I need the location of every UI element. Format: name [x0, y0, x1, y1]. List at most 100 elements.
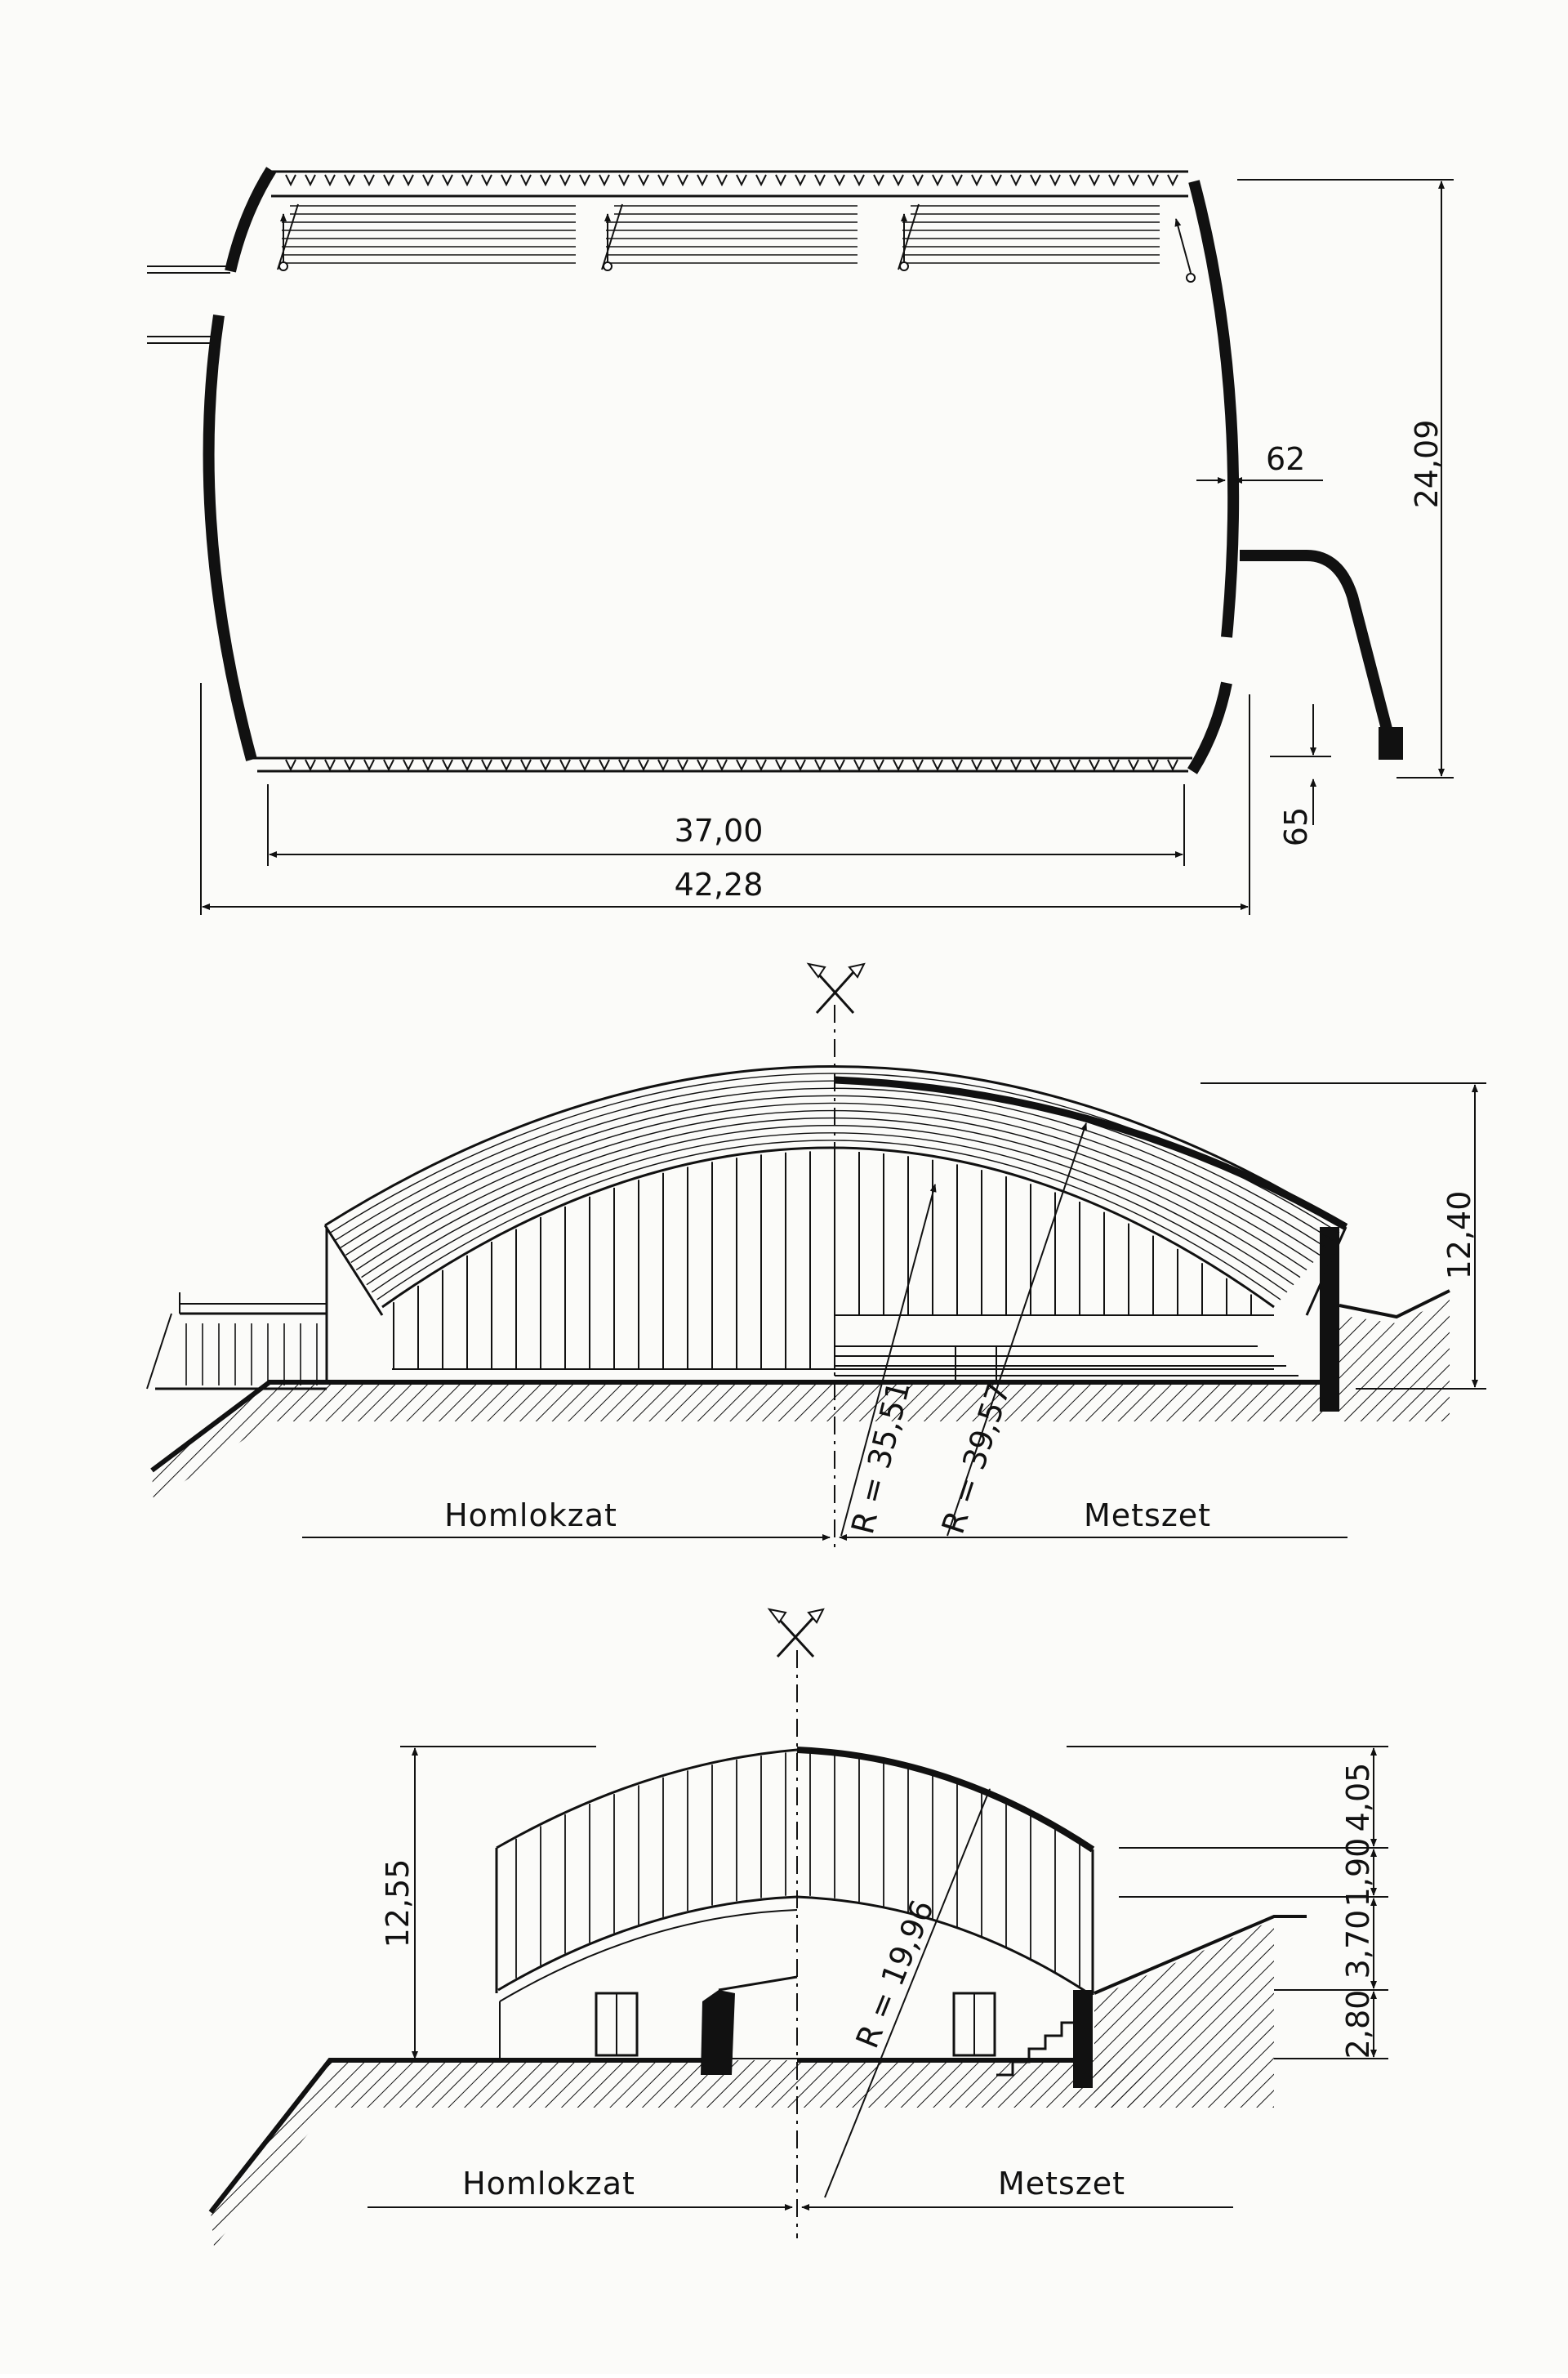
plan-right-wall: [1188, 180, 1240, 638]
plan-tick: [481, 174, 492, 187]
elev1-roof-inner: [381, 1146, 1275, 1309]
plan-tick: [1030, 174, 1041, 187]
plan-column: [1186, 273, 1196, 283]
elev1-right-wall: [1320, 1227, 1339, 1412]
plan-tick: [697, 174, 708, 187]
elev1-radius-inner: [840, 1184, 937, 1537]
elev2-total-label: 12,55: [380, 1859, 416, 1948]
plan-tick: [736, 174, 747, 187]
plan-tick: [461, 174, 473, 187]
plan-tick: [579, 759, 590, 772]
elev2-dim-b: 1,90: [1340, 1838, 1376, 1907]
elev2-dim-a: 4,05: [1340, 1763, 1376, 1832]
plan-retaining-wall: [1240, 550, 1394, 737]
plan-tick: [795, 759, 806, 772]
plan-tick: [520, 174, 532, 187]
plan-tick: [344, 759, 355, 772]
plan-tick: [1147, 759, 1159, 772]
plan-height-label: 24,09: [1409, 420, 1445, 509]
plan-step-label: 65: [1278, 807, 1314, 846]
elev2-roof-lines: [515, 1751, 1080, 1987]
plan-tick: [305, 174, 316, 187]
plan-tick: [912, 759, 924, 772]
elev1-height-label: 12,40: [1441, 1191, 1477, 1280]
plan-column: [603, 261, 612, 271]
plan-left-wall: [203, 314, 257, 761]
plan-inner-width-label: 37,00: [675, 813, 764, 849]
plan-tick: [1128, 174, 1139, 187]
plan-tick: [971, 174, 982, 187]
elev1-ground-hatch: [152, 1382, 1323, 1503]
plan-tick: [559, 174, 571, 187]
plan-tick: [383, 759, 394, 772]
elev1-glazing: [392, 1151, 1274, 1370]
plan-tick: [716, 174, 728, 187]
plan-tick: [853, 174, 865, 187]
elev2-stairs: [996, 2021, 1073, 2077]
plan-tick: [657, 759, 669, 772]
plan-tick: [1128, 759, 1139, 772]
plan-bottom-ticks: [285, 759, 1178, 772]
elev2-left-caption: Homlokzat: [462, 2166, 635, 2202]
elev1-ground-line: [150, 1380, 1323, 1473]
elev1-roof-lines: [329, 1073, 1340, 1301]
plan-tick: [363, 759, 375, 772]
plan-tick: [1167, 759, 1178, 772]
plan-tick: [324, 759, 336, 772]
plan-tick: [638, 174, 649, 187]
roof-line: [335, 1080, 1334, 1241]
plan-tick: [461, 759, 473, 772]
elevation-1: R = 35,51 R = 39,57 12,40 Homlokzat Mets…: [146, 962, 1486, 1552]
plan-tick: [520, 759, 532, 772]
roof-line: [345, 1095, 1321, 1256]
roof-line: [350, 1102, 1314, 1264]
plan-view: 24,09 62 65 37,00 42,28: [147, 167, 1454, 915]
plan-tick: [618, 759, 630, 772]
plan-tick: [795, 174, 806, 187]
plan-tick: [991, 174, 1002, 187]
plan-tick: [363, 174, 375, 187]
plan-tick: [403, 174, 414, 187]
elev2-radius-label: R = 19,96: [849, 1895, 941, 2054]
plan-tick: [540, 759, 551, 772]
plan-tick: [912, 174, 924, 187]
plan-tick: [442, 174, 453, 187]
plan-tick: [285, 174, 296, 187]
plan-wall-label: 62: [1266, 441, 1305, 477]
plan-column: [278, 261, 288, 271]
plan-tick: [1147, 174, 1159, 187]
elevation-2: R = 19,96 12,55 4,05 1,90 3,70 2,80 Homl…: [208, 1608, 1388, 2246]
elev1-left-annex: [146, 1292, 327, 1390]
plan-tick: [442, 759, 453, 772]
plan-tick: [383, 174, 394, 187]
plan-stands: [277, 203, 1196, 283]
plan-tick: [991, 759, 1002, 772]
elev1-stands: [835, 1345, 1298, 1381]
plan-tick: [893, 759, 904, 772]
plan-tick: [618, 174, 630, 187]
plan-tick: [285, 759, 296, 772]
plan-tick: [344, 174, 355, 187]
plan-tick: [1089, 759, 1100, 772]
plan-tick: [755, 759, 767, 772]
elev2-ground-line-left: [208, 2058, 702, 2214]
plan-tick: [305, 759, 316, 772]
plan-tick: [873, 174, 884, 187]
elev1-radius-outer: [947, 1122, 1087, 1537]
axis-symbol: [806, 962, 866, 1015]
plan-tick: [1108, 174, 1120, 187]
plan-tick: [736, 759, 747, 772]
elev2-dim-d: 2,80: [1340, 1990, 1376, 2059]
plan-tick: [932, 759, 943, 772]
axis-symbol-2: [767, 1608, 825, 1658]
plan-tick: [540, 174, 551, 187]
plan-tick: [1049, 759, 1061, 772]
plan-top-ticks: [285, 174, 1178, 187]
plan-tick: [814, 759, 826, 772]
plan-tick: [697, 759, 708, 772]
plan-left-wall-upper: [225, 167, 276, 273]
plan-tick: [873, 759, 884, 772]
roof-line: [366, 1125, 1294, 1286]
